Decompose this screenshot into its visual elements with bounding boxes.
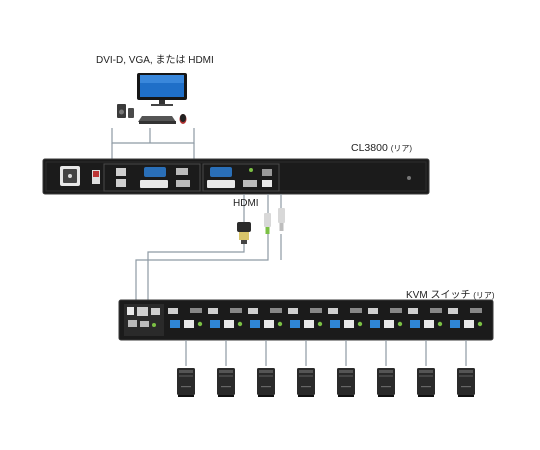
hdmi-cable (135, 194, 285, 300)
keyboard-icon (138, 116, 176, 124)
computer-tower-icon (217, 368, 235, 397)
kvm-caption: KVM スイッチ (リア) (406, 286, 495, 301)
kvm-port-group (248, 308, 283, 328)
cl3800-panel (42, 158, 430, 195)
audio-plug-icon (264, 213, 271, 234)
peripheral-cables (111, 128, 195, 160)
power-switch-icon (92, 170, 100, 184)
kvm-port-group (368, 308, 403, 328)
mouse-icon (179, 114, 187, 124)
power-socket-icon (60, 166, 80, 186)
kvm-switch-panel (118, 299, 494, 341)
kvm-console-section (124, 304, 164, 336)
monitor-group (117, 73, 187, 124)
computer-row (177, 368, 475, 397)
computer-tower-icon (297, 368, 315, 397)
kvm-port-group (288, 308, 323, 328)
kvm-port-group (448, 308, 483, 328)
monitor-icon (137, 73, 187, 106)
kvm-title: KVM スイッチ (406, 290, 471, 301)
cl3800-caption: CL3800 (リア) (351, 142, 412, 154)
console-ports-left (116, 167, 190, 188)
computer-tower-icon (177, 368, 195, 397)
kvm-port-group (328, 308, 363, 328)
cl3800-model: CL3800 (351, 142, 388, 154)
computer-tower-icon (257, 368, 275, 397)
kvm-port-group (208, 308, 243, 328)
kvm-port-group (168, 308, 203, 328)
computer-cables (185, 340, 467, 366)
hdmi-connector-icon (237, 222, 251, 244)
monitor-caption: DVI-D, VGA, または HDMI (96, 55, 214, 66)
computer-tower-icon (457, 368, 475, 397)
computer-tower-icon (337, 368, 355, 397)
computer-tower-icon (417, 368, 435, 397)
cl3800-suffix: (リア) (390, 144, 413, 153)
panel-screw (407, 176, 411, 180)
kvm-port-groups (168, 308, 483, 328)
console-ports-right (207, 167, 272, 188)
speaker-small-icon (128, 108, 134, 118)
kvm-port-group (408, 308, 443, 328)
usb-plug-icon (278, 208, 285, 231)
hdmi-caption: HDMI (233, 198, 259, 209)
speaker-icon (117, 104, 126, 118)
kvm-suffix: (リア) (473, 291, 495, 300)
computer-tower-icon (377, 368, 395, 397)
